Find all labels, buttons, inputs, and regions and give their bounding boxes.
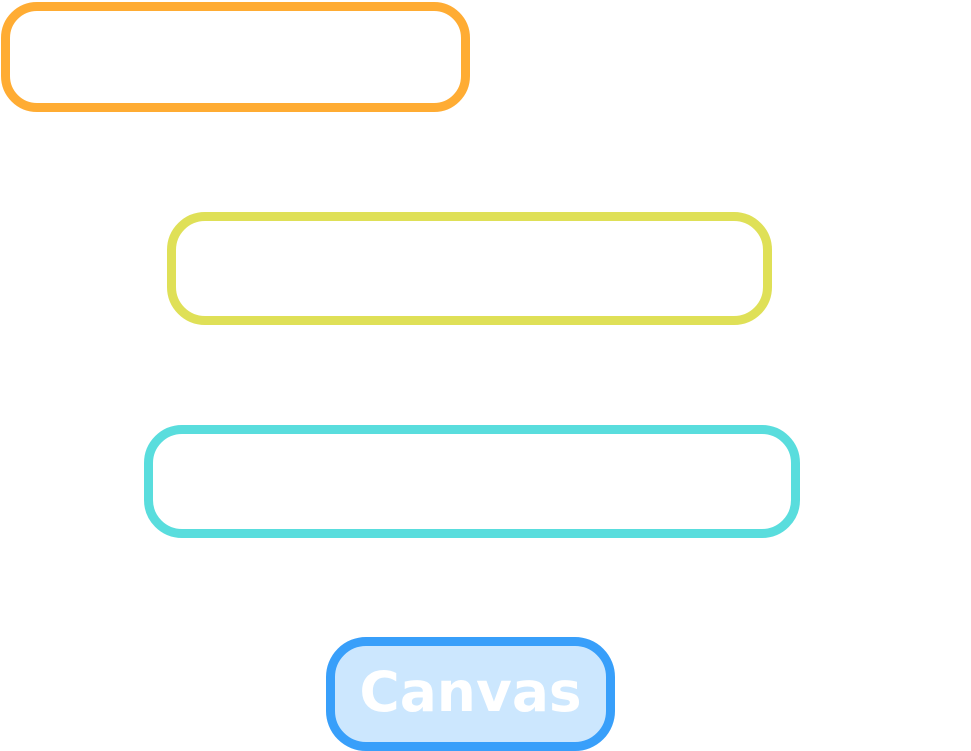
cyan-box[interactable] bbox=[144, 425, 800, 538]
orange-box[interactable] bbox=[1, 2, 470, 112]
yellow-box[interactable] bbox=[167, 212, 772, 325]
canvas-node-label: Canvas bbox=[359, 659, 582, 724]
canvas-node[interactable]: Canvas bbox=[326, 637, 615, 751]
